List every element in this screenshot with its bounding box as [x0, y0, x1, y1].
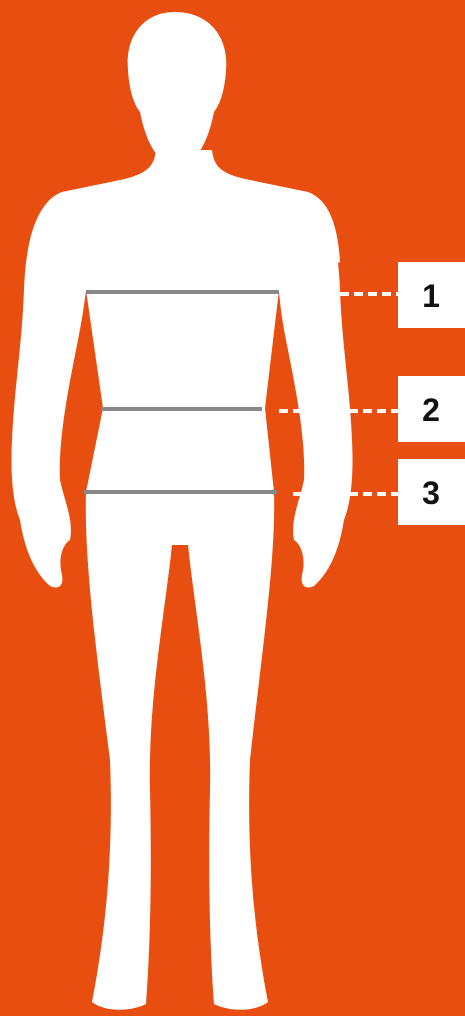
chest-label-number: 1: [422, 278, 440, 314]
waist-label-number: 2: [422, 392, 440, 428]
measurement-labels: 1 2 3: [398, 262, 465, 525]
hips-label-number: 3: [422, 475, 440, 511]
